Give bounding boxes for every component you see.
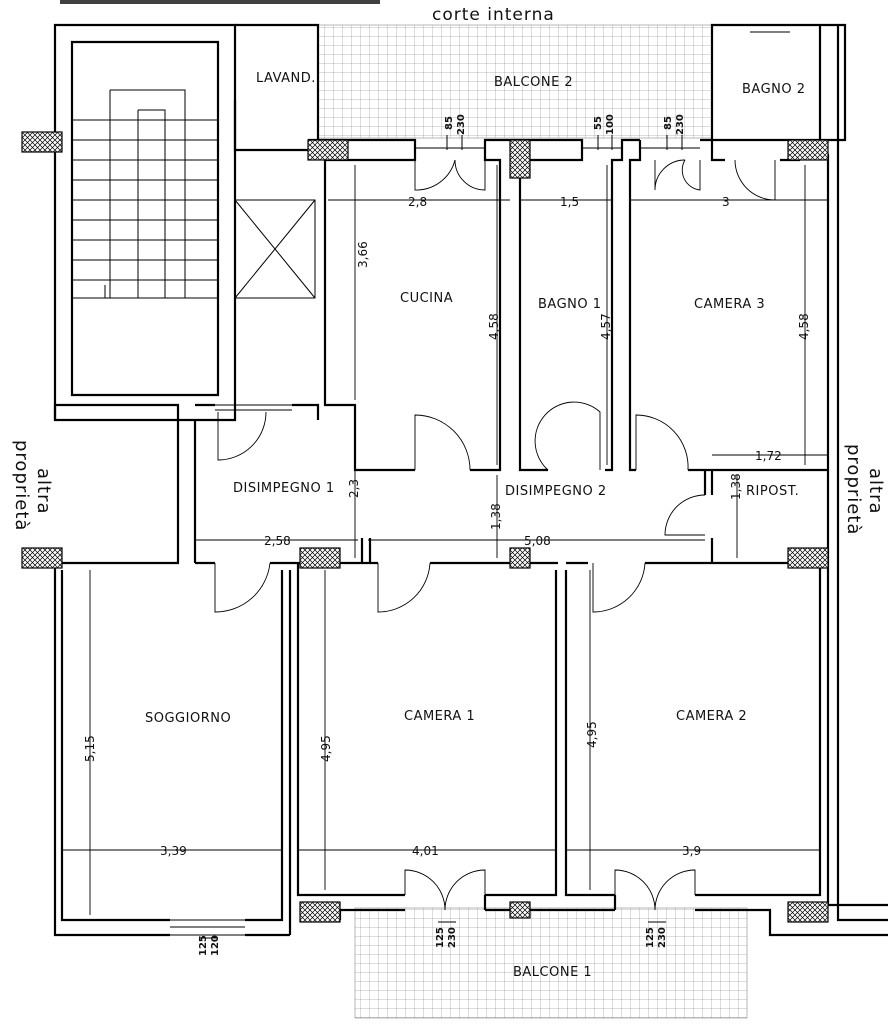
svg-text:altra: altra (33, 468, 54, 515)
dim-cucina-height-right: 4,58 (487, 313, 501, 340)
stair-door-frame (215, 404, 292, 411)
room-disimpegno-1: DISIMPEGNO 1 (233, 481, 335, 496)
lavand-wall (235, 23, 320, 155)
room-balcone-2: BALCONE 2 (494, 75, 573, 90)
opening-markers-top (446, 135, 683, 150)
dim-soggiorno-width: 3,39 (160, 844, 187, 858)
room-balcone-1: BALCONE 1 (513, 965, 592, 980)
bagno2-walls (710, 23, 847, 142)
dim-bagno1-width: 1,5 (560, 195, 579, 209)
dim-ripostiglio-width: 1,72 (755, 449, 782, 463)
dim-bagno1-height: 4,57 (599, 313, 613, 340)
dim-camera3-height: 4,58 (797, 313, 811, 340)
camera3-bottom-wall (688, 158, 828, 563)
door-swings (214, 159, 776, 911)
stairwell (53, 23, 237, 422)
opening-bot-left-a: 125 (198, 935, 209, 956)
opening-top-mid-b: 100 (605, 114, 616, 135)
dim-disimpegno2-height: 1,38 (489, 503, 503, 530)
dim-camera1-width: 4,01 (412, 844, 439, 858)
right-side-label: altra proprietà (843, 444, 886, 535)
column-hatch (299, 901, 341, 923)
room-camera-2: CAMERA 2 (676, 709, 747, 724)
camera2-walls (564, 563, 888, 937)
column-hatch (787, 547, 829, 569)
dim-camera1-height: 4,95 (319, 735, 333, 762)
soggiorno-walls (53, 563, 292, 937)
column-hatch (299, 547, 341, 569)
room-bagno-2: BAGNO 2 (742, 82, 806, 97)
dim-camera2-height: 4,95 (585, 721, 599, 748)
column-hatch (307, 139, 349, 161)
lavand-inner-wall (233, 100, 308, 152)
opening-bot-right-a: 125 (645, 927, 656, 948)
opening-bot-mid-b: 230 (447, 927, 458, 948)
opening-top-left-b: 230 (456, 114, 467, 135)
dim-soggiorno-height: 5,15 (83, 735, 97, 762)
bagno2-window (750, 24, 790, 33)
dim-disimpegno1-width: 2,58 (264, 534, 291, 548)
room-disimpegno-2: DISIMPEGNO 2 (505, 484, 607, 499)
balcone-1-area (354, 907, 748, 1019)
dim-camera3-width: 3 (722, 195, 730, 209)
cut-header-text (60, 0, 380, 4)
dim-disimpegno1-height: 2,3 (347, 479, 361, 498)
camera3-top-wall (700, 138, 725, 162)
opening-bot-mid-a: 125 (435, 927, 446, 948)
bagno1-walls (470, 138, 584, 472)
opening-top-mid-a: 55 (593, 116, 604, 130)
lift-shaft (234, 199, 316, 299)
left-side-label: altra proprietà (11, 440, 54, 531)
room-cucina: CUCINA (400, 291, 453, 306)
dim-ripostiglio-height: 1,38 (729, 473, 743, 500)
opening-top-right-b: 230 (675, 114, 686, 135)
balcone-2-area (317, 24, 713, 139)
opening-markers-bottom (200, 921, 666, 939)
dim-disimpegno2-width: 5,08 (524, 534, 551, 548)
disimpegno1-walls (53, 403, 320, 565)
corte-interna-label: corte interna (432, 5, 555, 25)
opening-bot-left-b: 120 (210, 935, 221, 956)
dim-cucina-width: 2,8 (408, 195, 427, 209)
opening-top-left-a: 85 (444, 116, 455, 130)
column-hatch (21, 131, 63, 153)
room-camera-3: CAMERA 3 (694, 297, 765, 312)
right-outer-wall-2 (836, 25, 888, 922)
opening-top-right-a: 85 (663, 116, 674, 130)
dim-cucina-height-left: 3,66 (356, 241, 370, 268)
room-ripostiglio: RIPOST. (746, 484, 799, 499)
room-soggiorno: SOGGIORNO (145, 711, 231, 726)
column-hatch (787, 139, 829, 161)
column-hatch (509, 901, 531, 919)
cucina-walls (308, 138, 417, 472)
room-lavanderia: LAVAND. (256, 71, 316, 86)
opening-bot-right-b: 230 (657, 927, 668, 948)
camera1-walls (296, 563, 617, 912)
soggiorno-window (170, 919, 245, 936)
svg-text:proprietà: proprietà (843, 444, 864, 535)
column-hatch (509, 547, 531, 569)
column-hatch (21, 547, 63, 569)
column-hatch (787, 901, 829, 923)
bagno1-camera3-wall (605, 138, 642, 472)
svg-text:altra: altra (865, 468, 886, 515)
room-bagno-1: BAGNO 1 (538, 297, 602, 312)
dim-camera2-width: 3,9 (682, 844, 701, 858)
dimension-lines (62, 165, 828, 915)
room-camera-1: CAMERA 1 (404, 709, 475, 724)
svg-text:proprietà: proprietà (11, 440, 32, 531)
column-hatch (509, 139, 531, 179)
